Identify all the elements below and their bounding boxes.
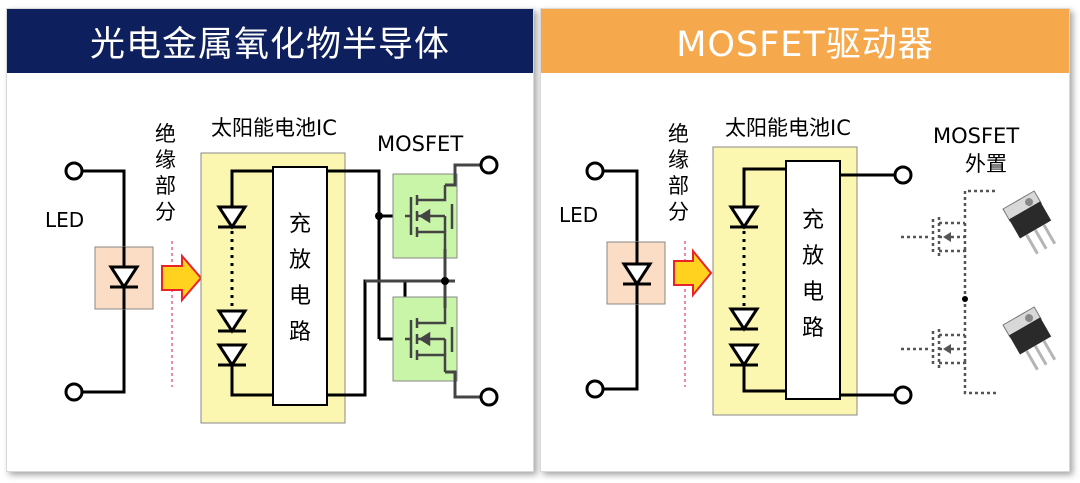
svg-text:路: 路 bbox=[802, 316, 824, 341]
source-junction-dot bbox=[441, 277, 449, 285]
svg-text:充: 充 bbox=[802, 208, 824, 233]
external-label: 外置 bbox=[965, 152, 1007, 176]
photo-mosfet-title: 光电金属氧化物半导体 bbox=[7, 9, 533, 73]
output-terminal-bottom bbox=[479, 387, 499, 407]
mosfet-driver-diagram: LED 绝 缘 部 分 太阳能电池IC 充 放 电 路 bbox=[559, 116, 1057, 416]
isolation-label: 绝 缘 部 分 bbox=[668, 122, 689, 224]
charge-discharge-label: 充 放 电 路 bbox=[802, 208, 824, 341]
svg-text:分: 分 bbox=[668, 200, 689, 224]
svg-text:缘: 缘 bbox=[155, 148, 176, 172]
svg-text:电: 电 bbox=[289, 284, 311, 309]
svg-text:充: 充 bbox=[289, 212, 311, 237]
external-mosfet-top-arrow bbox=[943, 232, 951, 242]
external-mosfet-bottom-arrow bbox=[943, 344, 951, 354]
led-label: LED bbox=[45, 208, 84, 232]
output-terminal-top bbox=[479, 155, 499, 175]
external-mosfet-bottom-icon bbox=[901, 304, 997, 395]
svg-text:部: 部 bbox=[668, 174, 689, 198]
external-junction-dot bbox=[962, 296, 968, 302]
external-mosfet-top-icon bbox=[901, 189, 995, 294]
svg-text:放: 放 bbox=[802, 244, 824, 269]
mosfet-top-icon bbox=[405, 185, 454, 249]
svg-text:绝: 绝 bbox=[155, 122, 176, 146]
isolation-label: 绝 缘 部 分 bbox=[155, 122, 176, 224]
solar-ic-label: 太阳能电池IC bbox=[211, 116, 337, 140]
mosfet-label: MOSFET bbox=[933, 124, 1019, 148]
to220-package-top-icon bbox=[1002, 190, 1057, 255]
light-arrow-icon bbox=[673, 248, 713, 298]
svg-text:部: 部 bbox=[155, 174, 176, 198]
mosfet-label: MOSFET bbox=[377, 132, 463, 156]
svg-text:路: 路 bbox=[289, 320, 311, 345]
svg-text:绝: 绝 bbox=[668, 122, 689, 146]
led-diode-icon bbox=[108, 247, 140, 309]
mosfet-driver-panel: MOSFET驱动器 LED 绝 缘 部 分 太阳能电池IC 充 放 bbox=[540, 8, 1070, 472]
output-terminal-top bbox=[893, 165, 913, 185]
photodiode-stack bbox=[216, 169, 273, 397]
svg-text:放: 放 bbox=[289, 248, 311, 273]
solar-ic-label: 太阳能电池IC bbox=[725, 116, 851, 140]
svg-text:缘: 缘 bbox=[668, 148, 689, 172]
photodiode-stack bbox=[728, 167, 786, 393]
svg-text:电: 电 bbox=[802, 280, 824, 305]
charge-discharge-label: 充 放 电 路 bbox=[289, 212, 311, 345]
charge-discharge-box bbox=[785, 160, 841, 400]
light-arrow-icon bbox=[161, 253, 203, 303]
mosfet-bottom-icon bbox=[405, 308, 454, 372]
mosfet-driver-title: MOSFET驱动器 bbox=[541, 9, 1069, 73]
svg-text:分: 分 bbox=[155, 200, 176, 224]
led-diode-icon bbox=[621, 242, 653, 304]
led-input-wiring bbox=[585, 161, 639, 399]
led-label: LED bbox=[559, 203, 598, 227]
output-terminal-bottom bbox=[893, 385, 913, 405]
led-input-wiring bbox=[64, 161, 126, 402]
output-wiring bbox=[365, 163, 481, 399]
junction-dot bbox=[375, 212, 383, 220]
photo-mosfet-panel: 光电金属氧化物半导体 LED 绝 缘 部 分 太阳能电池IC bbox=[6, 8, 534, 472]
output-wiring bbox=[840, 173, 895, 397]
to220-package-bottom-icon bbox=[1002, 306, 1057, 371]
charge-discharge-box bbox=[272, 166, 328, 406]
photo-mosfet-diagram: LED 绝 缘 部 分 太阳能电池IC 充 放 电 路 bbox=[45, 116, 499, 424]
